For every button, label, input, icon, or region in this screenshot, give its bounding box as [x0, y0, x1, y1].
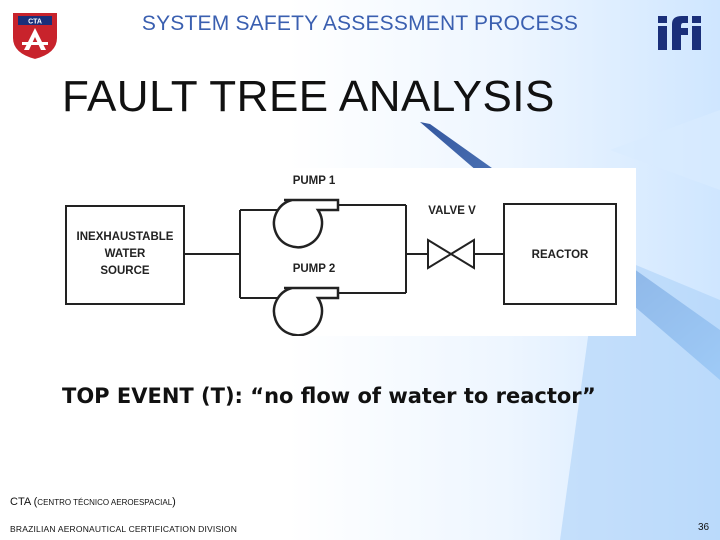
system-diagram: INEXHAUSTABLE WATER SOURCE PUMP 1 PUMP 2… — [48, 168, 636, 336]
valve-icon — [427, 238, 475, 270]
slide-title: FAULT TREE ANALYSIS — [62, 72, 555, 121]
page-number: 36 — [698, 522, 710, 533]
pump-1-label: PUMP 1 — [293, 175, 336, 187]
valve-label: VALVE V — [428, 205, 476, 217]
source-line-3: SOURCE — [100, 265, 150, 277]
footer-cta-prefix: CTA ( — [10, 496, 38, 508]
footer-cta: CTA (CENTRO TÉCNICO AEROESPACIAL) — [10, 496, 176, 508]
cta-logo-text: CTA — [28, 19, 42, 26]
reactor-box — [503, 203, 617, 305]
pump-1-icon — [272, 198, 340, 249]
source-line-2: WATER — [105, 248, 146, 260]
footer-cta-name: CENTRO TÉCNICO AEROESPACIAL — [37, 498, 173, 507]
header-title: SYSTEM SAFETY ASSESSMENT PROCESS — [141, 12, 579, 35]
footer-division: BRAZILIAN AERONAUTICAL CERTIFICATION DIV… — [10, 524, 238, 534]
cta-logo: CTA — [8, 8, 62, 62]
pump-2-label: PUMP 2 — [293, 263, 336, 275]
ifi-logo — [656, 14, 706, 52]
source-line-1: INEXHAUSTABLE — [77, 231, 174, 243]
reactor-label: REACTOR — [532, 249, 589, 261]
footer-cta-suffix: ) — [172, 496, 176, 508]
top-event-text: TOP EVENT (T): “no flow of water to reac… — [62, 384, 596, 408]
pump-2-icon — [272, 286, 340, 336]
